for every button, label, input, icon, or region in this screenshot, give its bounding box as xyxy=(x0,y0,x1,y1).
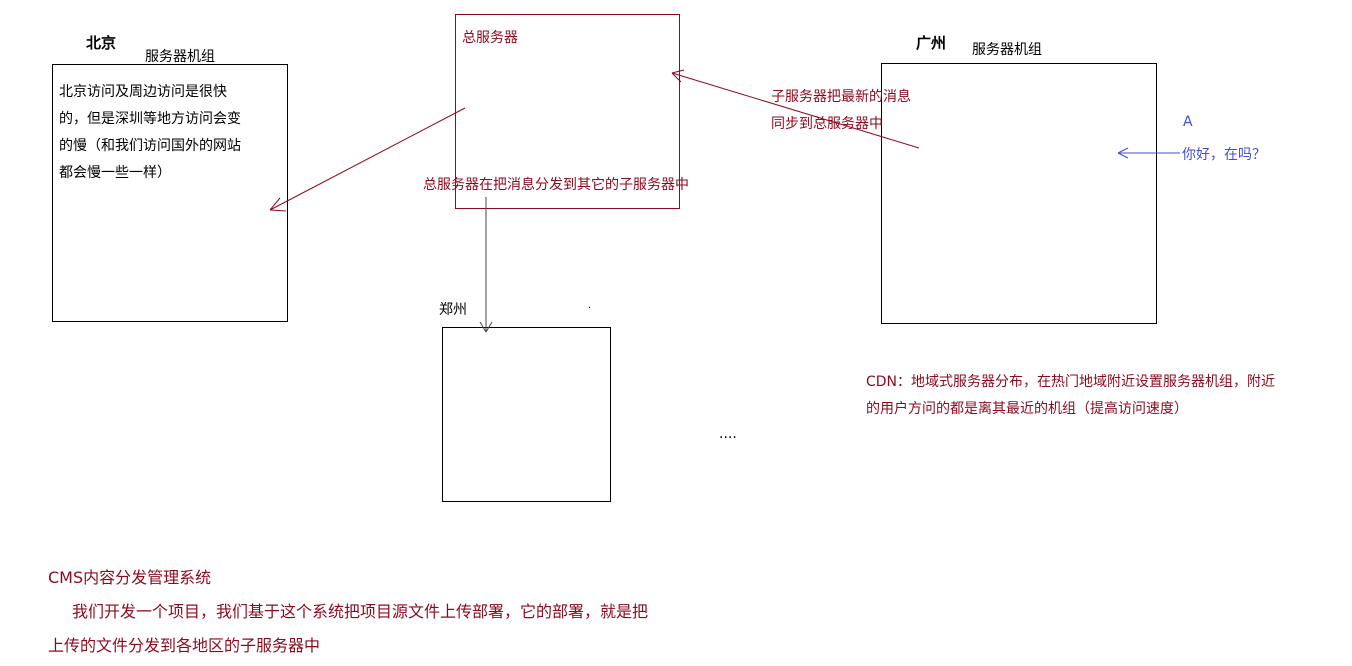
central-server-box: 总服务器 xyxy=(455,14,680,209)
guangzhou-server-box xyxy=(881,63,1157,324)
sync-line: 同步到总服务器中 xyxy=(771,116,883,132)
beijing-server-box: 北京访问及周边访问是很快 的，但是深圳等地方访问会变 的慢（和我们访问国外的网站… xyxy=(52,64,288,322)
desc-line: 北京访问及周边访问是很快 xyxy=(59,84,227,100)
sync-note: 子服务器把最新的消息 同步到总服务器中 xyxy=(771,84,911,138)
arrow-to-zhengzhou xyxy=(479,197,493,333)
beijing-title: 北京 xyxy=(86,34,117,52)
cms-line: 上传的文件分发到各地区的子服务器中 xyxy=(48,636,321,655)
beijing-description: 北京访问及周边访问是很快 的，但是深圳等地方访问会变 的慢（和我们访问国外的网站… xyxy=(59,79,241,187)
beijing-subtitle: 服务器机组 xyxy=(145,49,215,65)
arrow-user-to-guangzhou xyxy=(1117,147,1180,159)
cms-line: 我们开发一个项目，我们基于这个系统把项目源文件上传部署，它的部署，就是把 xyxy=(72,602,649,621)
central-title: 总服务器 xyxy=(462,30,518,46)
zhengzhou-server-box xyxy=(442,327,611,502)
cdn-note: CDN：地域式服务器分布，在热门地域附近设置服务器机组，附近 的用户方问的都是离… xyxy=(866,369,1275,423)
arrow-to-beijing xyxy=(269,107,466,212)
guangzhou-subtitle: 服务器机组 xyxy=(972,42,1042,58)
cms-section: CMS内容分发管理系统 我们开发一个项目，我们基于这个系统把项目源文件上传部署，… xyxy=(48,561,648,663)
cdn-line: CDN：地域式服务器分布，在热门地域附近设置服务器机组，附近 xyxy=(866,374,1276,390)
desc-line: 的慢（和我们访问国外的网站 xyxy=(59,138,241,154)
arrow-to-central xyxy=(671,69,920,149)
dispatch-note: 总服务器在把消息分发到其它的子服务器中 xyxy=(423,177,689,193)
zhengzhou-title: 郑州 xyxy=(439,302,467,318)
guangzhou-title: 广州 xyxy=(916,34,947,52)
desc-line: 都会慢一些一样） xyxy=(59,165,171,181)
cdn-line: 的用户方问的都是离其最近的机组（提高访问速度） xyxy=(866,401,1188,417)
desc-line: 的，但是深圳等地方访问会变 xyxy=(59,111,241,127)
user-message: 你好，在吗？ xyxy=(1182,147,1266,163)
user-label: A xyxy=(1183,114,1193,130)
stray-dot: . xyxy=(588,300,592,311)
sync-line: 子服务器把最新的消息 xyxy=(771,89,911,105)
cms-title: CMS内容分发管理系统 xyxy=(48,568,212,587)
more-ellipsis: .... xyxy=(719,426,737,442)
